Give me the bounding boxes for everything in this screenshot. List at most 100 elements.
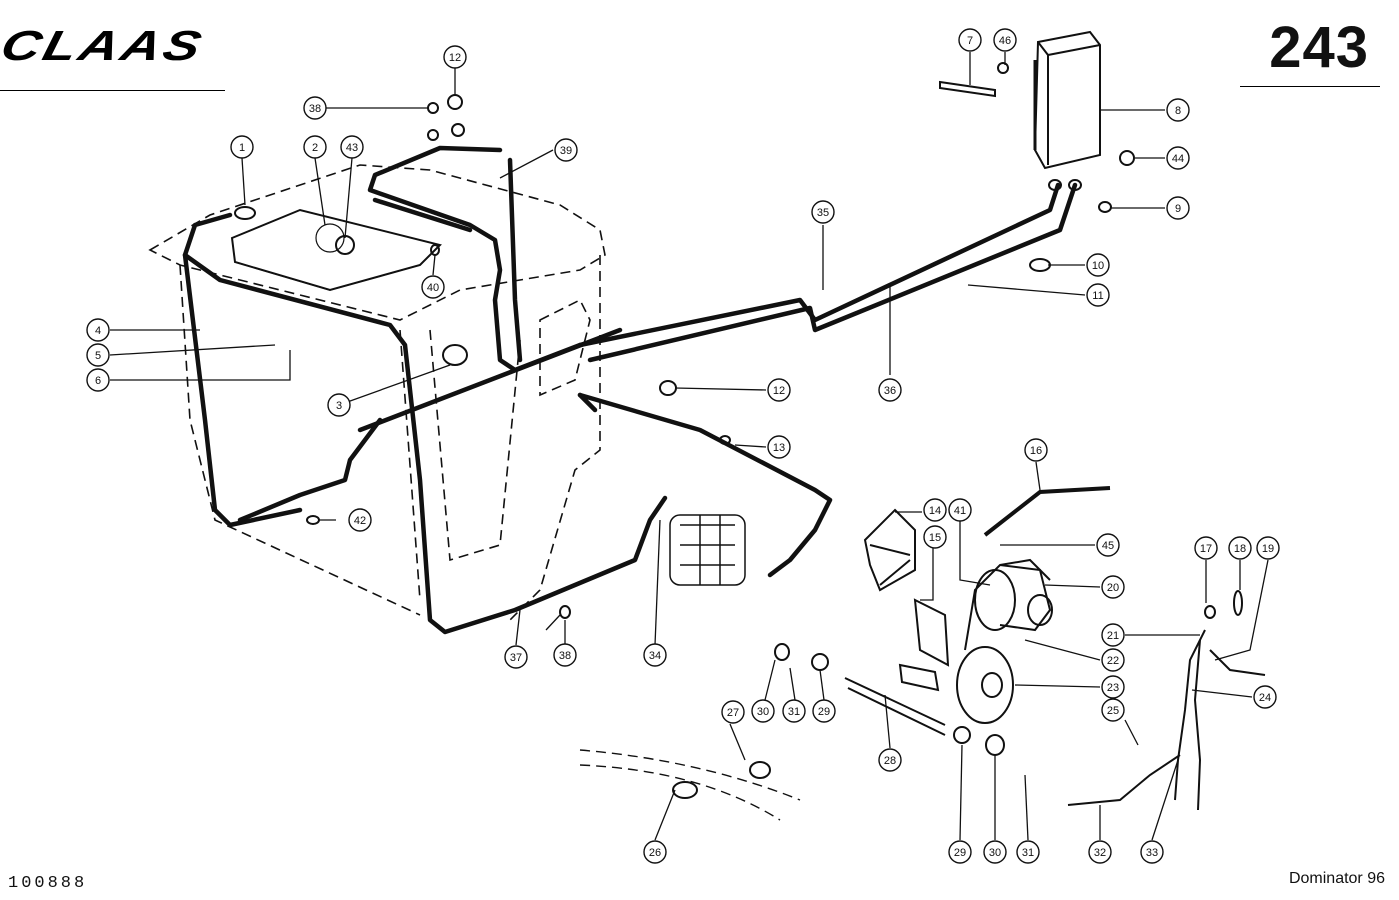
belt-guard [863, 508, 950, 692]
callout-circle [1086, 253, 1110, 277]
callout-circle [948, 840, 972, 864]
evaporator-box [1033, 30, 1101, 170]
callout-label: 4 [95, 325, 101, 337]
callout-label: 13 [773, 442, 785, 454]
callout-label: 34 [649, 650, 661, 662]
callout-circle [1088, 840, 1112, 864]
bracket-part [939, 80, 996, 98]
callout-circle [643, 840, 667, 864]
callout-23: 23 [1101, 675, 1125, 699]
callout-15: 15 [923, 525, 947, 549]
callout-label: 15 [929, 532, 941, 544]
callout-label: 23 [1107, 682, 1119, 694]
callout-29: 29 [812, 699, 836, 723]
callout-label: 45 [1102, 540, 1114, 552]
callout-circle [767, 435, 791, 459]
callout-7: 7 [958, 28, 982, 52]
callout-circle [553, 643, 577, 667]
callout-12: 12 [443, 45, 467, 69]
callout-circle [721, 700, 745, 724]
callout-20: 20 [1101, 575, 1125, 599]
callout-circle [1101, 575, 1125, 599]
callout-label: 26 [649, 847, 661, 859]
callout-circle [1086, 283, 1110, 307]
callout-32: 32 [1088, 840, 1112, 864]
callout-label: 9 [1175, 203, 1181, 215]
beam-outline [579, 749, 801, 821]
callout-circle [1166, 146, 1190, 170]
callout-24: 24 [1253, 685, 1277, 709]
callout-circle [993, 28, 1017, 52]
callout-label: 30 [989, 847, 1001, 859]
callout-label: 2 [312, 142, 318, 154]
tube-part [844, 677, 946, 736]
callout-circle [303, 135, 327, 159]
callout-circle [443, 45, 467, 69]
callout-label: 31 [788, 706, 800, 718]
callout-label: 41 [954, 505, 966, 517]
callout-21: 21 [1101, 623, 1125, 647]
callout-label: 19 [1262, 543, 1274, 555]
callout-4: 4 [86, 318, 110, 342]
callout-circle [1096, 533, 1120, 557]
header-rule-left [0, 90, 225, 91]
callout-29: 29 [948, 840, 972, 864]
callout-22: 22 [1101, 648, 1125, 672]
callout-circle [86, 343, 110, 367]
callout-31: 31 [1016, 840, 1040, 864]
callout-33: 33 [1140, 840, 1164, 864]
callout-1: 1 [230, 135, 254, 159]
callout-label: 33 [1146, 847, 1158, 859]
callout-circle [1140, 840, 1164, 864]
callout-30: 30 [983, 840, 1007, 864]
callout-label: 40 [427, 282, 439, 294]
pump-part [669, 514, 746, 586]
callout-circle [1101, 648, 1125, 672]
callout-label: 36 [884, 385, 896, 397]
callout-label: 42 [354, 515, 366, 527]
callout-label: 12 [449, 52, 461, 64]
callout-label: 22 [1107, 655, 1119, 667]
cab-outline [148, 164, 606, 621]
callout-41: 41 [948, 498, 972, 522]
callout-label: 37 [510, 652, 522, 664]
callout-circle [327, 393, 351, 417]
compressor-assembly [956, 558, 1053, 724]
callout-circle [1101, 675, 1125, 699]
callout-circle [421, 275, 445, 299]
callout-circle [958, 28, 982, 52]
callout-label: 31 [1022, 847, 1034, 859]
callout-45: 45 [1096, 533, 1120, 557]
hose-part [983, 486, 1111, 537]
callout-label: 12 [773, 385, 785, 397]
callout-circle [811, 200, 835, 224]
callout-34: 34 [643, 643, 667, 667]
small-fittings [234, 62, 1243, 799]
callout-circle [751, 699, 775, 723]
callout-label: 28 [884, 755, 896, 767]
callout-38: 38 [553, 643, 577, 667]
callout-39: 39 [554, 138, 578, 162]
callout-circle [340, 135, 364, 159]
callout-13: 13 [767, 435, 791, 459]
callout-label: 38 [559, 650, 571, 662]
callout-label: 20 [1107, 582, 1119, 594]
callout-label: 38 [309, 103, 321, 115]
callout-circle [1256, 536, 1280, 560]
callout-9: 9 [1166, 196, 1190, 220]
callout-label: 43 [346, 142, 358, 154]
callout-circle [86, 318, 110, 342]
callout-28: 28 [878, 748, 902, 772]
callout-14: 14 [923, 498, 947, 522]
callout-43: 43 [340, 135, 364, 159]
callout-18: 18 [1228, 536, 1252, 560]
callout-label: 39 [560, 145, 572, 157]
callout-40: 40 [421, 275, 445, 299]
callout-label: 11 [1092, 290, 1103, 302]
callout-25: 25 [1101, 698, 1125, 722]
callout-44: 44 [1166, 146, 1190, 170]
callout-circle [1228, 536, 1252, 560]
coolant-hoses [182, 145, 1078, 635]
callout-10: 10 [1086, 253, 1110, 277]
